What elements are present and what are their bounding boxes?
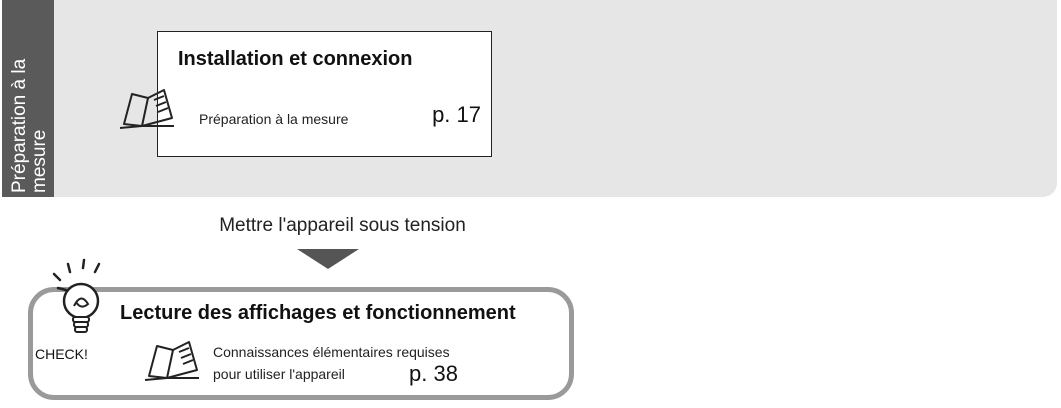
book-icon	[119, 89, 174, 129]
book-icon	[144, 341, 199, 381]
check-label: CHECK!	[35, 346, 88, 362]
check-box-reference-line1: Connaissances élémentaires requises	[213, 344, 450, 360]
check-box-reference-line2: pour utiliser l'appareil	[213, 366, 345, 382]
check-box	[28, 287, 574, 400]
side-tab: Préparation à la mesure	[2, 0, 54, 197]
step-label: Mettre l'appareil sous tension	[219, 215, 466, 236]
check-box-page: p. 38	[409, 361, 458, 386]
installation-card-reference: Préparation à la mesure	[199, 111, 349, 127]
installation-card: Installation et connexion Préparation à …	[157, 31, 492, 157]
side-tab-label: Préparation à la mesure	[9, 58, 50, 193]
check-box-title: Lecture des affichages et fonctionnement	[120, 302, 516, 324]
installation-card-page: p. 17	[432, 102, 481, 127]
installation-card-title: Installation et connexion	[178, 48, 413, 70]
lightbulb-icon	[52, 258, 101, 333]
down-arrow-icon	[297, 249, 359, 269]
